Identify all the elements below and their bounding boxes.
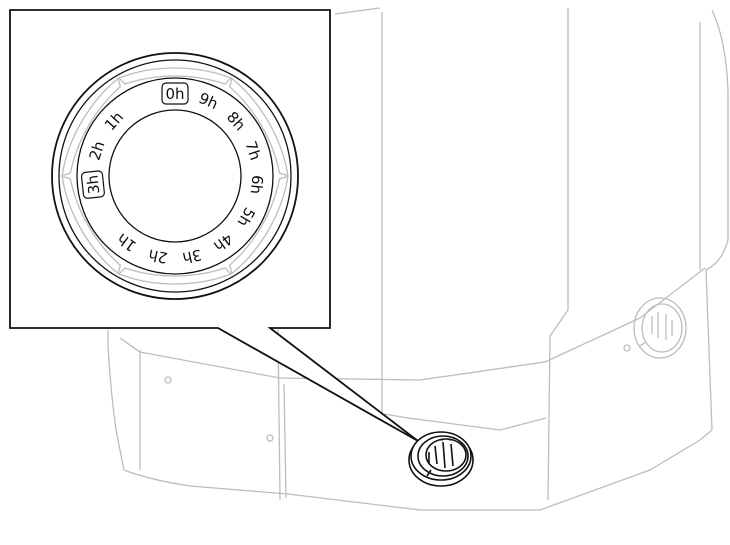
seam-6 xyxy=(283,383,287,499)
front-knob-cap xyxy=(425,438,467,472)
hole-1 xyxy=(164,376,172,384)
body-left-edge xyxy=(107,330,125,471)
right-knob-inner xyxy=(641,303,683,353)
dial-label-highlight-box xyxy=(161,82,189,105)
base-bottom xyxy=(123,429,713,511)
dial-label-11: 2h xyxy=(86,139,109,163)
front-knob[interactable] xyxy=(408,431,474,487)
right-knob xyxy=(633,297,687,359)
dial-label-text: 6h xyxy=(247,174,267,195)
dial-label-text: 7h xyxy=(241,139,264,163)
base-ledge xyxy=(383,413,547,431)
dial-label-text: 3h xyxy=(84,174,104,195)
appliance-body xyxy=(107,7,729,511)
top-edge xyxy=(334,7,381,15)
dial-second-ring xyxy=(58,59,292,293)
body-holes xyxy=(164,344,631,442)
dial-label-text: 0h xyxy=(165,85,184,103)
hole-3 xyxy=(623,344,631,352)
dial-label-3: 7h xyxy=(241,139,264,163)
dial-label-4: 6h xyxy=(247,174,267,195)
dial-label-7: 3h xyxy=(181,245,203,267)
hole-2 xyxy=(266,434,274,442)
body-right-edge xyxy=(705,90,729,431)
dial-label-highlight-box xyxy=(80,170,105,199)
dial-label-text: 2h xyxy=(86,139,109,163)
dial-label-text: 2h xyxy=(147,245,169,267)
dial-label-8: 2h xyxy=(147,245,169,267)
top-right-edge xyxy=(711,9,729,91)
dial-inner-circle xyxy=(108,109,242,243)
dial-label-10: 3h xyxy=(80,170,105,199)
front-knob-ring xyxy=(417,435,469,477)
dial-label-ring xyxy=(76,77,274,275)
dial-label-text: 3h xyxy=(181,245,203,267)
right-knob-outer xyxy=(633,297,687,359)
dial-grip-segments xyxy=(61,67,289,285)
seam-2 xyxy=(547,8,569,501)
dial-label-0: 0h xyxy=(161,82,189,105)
